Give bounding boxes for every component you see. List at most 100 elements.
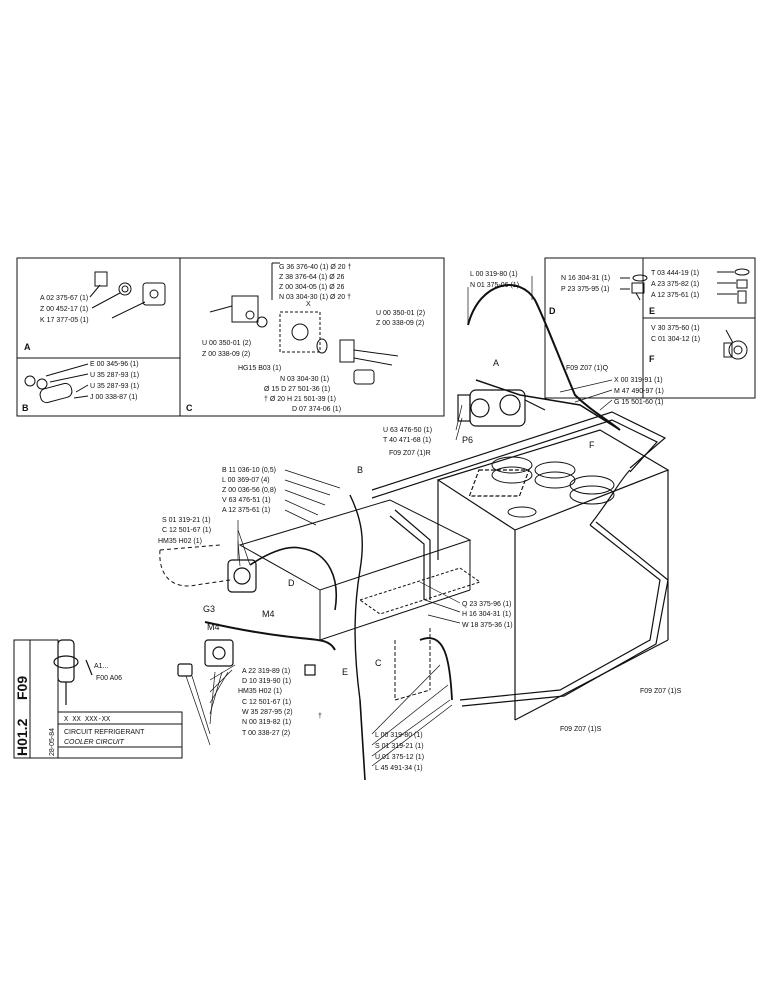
callout-left-lower-6: C 12 501-67 (1) bbox=[242, 699, 291, 706]
callout-top-hose-1: L 00 319-80 (1) bbox=[470, 271, 518, 278]
sheet-revision: X XX XXX-XX bbox=[64, 716, 111, 724]
callout-top-hose-2: N 01 375-06 (1) bbox=[470, 282, 519, 289]
callout-left-lower-1: G3 bbox=[203, 604, 215, 614]
tank-body bbox=[436, 429, 670, 721]
box-d-art bbox=[620, 274, 648, 301]
leader-lines bbox=[185, 276, 613, 767]
callout-bottom-center-2: S 01 319-21 (1) bbox=[375, 743, 424, 750]
callout-left-lower-8: N 00 319-82 (1) bbox=[242, 719, 291, 726]
box-c-part-11: Ø 15 D 27 501-36 (1) bbox=[264, 386, 330, 393]
callout-bottom-center-1: L 00 319-80 (1) bbox=[375, 732, 423, 739]
box-a-part-3: K 17 377-05 (1) bbox=[40, 317, 89, 324]
marker-c: C bbox=[375, 658, 382, 668]
tank-caps bbox=[491, 456, 615, 518]
callout-right-upper-2: X 00 319-91 (1) bbox=[614, 377, 663, 384]
callout-pump-4: F09 Z07 (1)R bbox=[389, 450, 431, 457]
box-letter-e: E bbox=[649, 306, 655, 316]
box-e-part-3: A 12 375-61 (1) bbox=[651, 292, 699, 299]
machine-frame bbox=[159, 499, 482, 701]
box-e-part-2: A 23 375-82 (1) bbox=[651, 281, 699, 288]
callout-left-lower-9: T 00 338-27 (2) bbox=[242, 730, 290, 737]
box-b-art bbox=[24, 363, 89, 404]
callout-bottom-right-2: F09 Z07 (1)S bbox=[560, 726, 602, 733]
box-f-part-2: C 01 304-12 (1) bbox=[651, 336, 700, 343]
box-b-part-4: J 00 338-87 (1) bbox=[90, 394, 137, 401]
box-c-part-10: N 03 304-30 (1) bbox=[280, 376, 329, 383]
footnote-mark: † bbox=[318, 713, 322, 720]
box-c-part-2: Z 38 376-64 (1) Ø 26 bbox=[279, 274, 344, 281]
callout-left-upper-6: S 01 319-21 (1) bbox=[162, 517, 211, 524]
box-c-marker: X bbox=[306, 301, 311, 308]
pump-unit bbox=[457, 389, 546, 427]
callout-left-upper-7: C 12 501-67 (1) bbox=[162, 527, 211, 534]
inset-ref-a: A1... bbox=[94, 663, 108, 670]
pipes bbox=[371, 411, 669, 707]
callout-pump-2: T 40 471-68 (1) bbox=[383, 437, 431, 444]
callout-bottom-center-4: L 45 491-34 (1) bbox=[375, 765, 423, 772]
box-c-part-3: Z 00 304-05 (1) Ø 26 bbox=[279, 284, 344, 291]
box-c-part-5: U 00 350-01 (2) bbox=[202, 340, 251, 347]
callout-left-upper-1: B 11 036-10 (0,5) bbox=[222, 467, 276, 474]
inset-ref-b: F00 A06 bbox=[96, 675, 122, 682]
box-a-art bbox=[89, 271, 166, 319]
box-a-part-1: A 02 375-67 (1) bbox=[40, 295, 88, 302]
callout-center-right-2: H 16 304-31 (1) bbox=[462, 611, 511, 618]
box-e-art bbox=[717, 268, 750, 304]
callout-bottom-right-1: F09 Z07 (1)S bbox=[640, 688, 682, 695]
box-c-part-6: Z 00 338-09 (2) bbox=[202, 351, 250, 358]
box-e-part-1: T 03 444-19 (1) bbox=[651, 270, 699, 277]
marker-f: F bbox=[589, 440, 595, 450]
box-d-part-1: N 16 304-31 (1) bbox=[561, 275, 610, 282]
callout-left-upper-8: HM35 H02 (1) bbox=[158, 538, 202, 545]
motor-m4 bbox=[177, 559, 316, 677]
callout-left-upper-3: Z 00 036-56 (0,8) bbox=[222, 487, 276, 494]
box-c-part-8: Z 00 338-09 (2) bbox=[376, 320, 424, 327]
inset-part bbox=[53, 639, 93, 705]
marker-e: E bbox=[342, 667, 348, 677]
box-letter-c: C bbox=[186, 403, 193, 413]
callout-left-lower-3: A 22 319-89 (1) bbox=[242, 668, 290, 675]
box-f-part-1: V 30 375-60 (1) bbox=[651, 325, 700, 332]
marker-d: D bbox=[288, 578, 295, 588]
box-letter-f: F bbox=[649, 354, 655, 364]
box-b-part-2: U 35 287-93 (1) bbox=[90, 372, 139, 379]
callout-left-lower-5: HM35 H02 (1) bbox=[238, 688, 282, 695]
callout-left-upper-5: A 12 375-61 (1) bbox=[222, 507, 270, 514]
sheet-code-a: F09 bbox=[14, 676, 30, 700]
callout-pump-1: U 63 476-50 (1) bbox=[383, 427, 432, 434]
callout-center-right-1: Q 23 375-96 (1) bbox=[462, 601, 511, 608]
hoses bbox=[204, 284, 621, 781]
box-c-part-4: N 03 304-30 (1) Ø 20 † bbox=[279, 294, 351, 301]
callout-pump-3: P6 bbox=[462, 435, 473, 445]
callout-left-lower-4: D 10 319-90 (1) bbox=[242, 678, 291, 685]
box-c-part-7: U 00 350-01 (2) bbox=[376, 310, 425, 317]
marker-b: B bbox=[357, 465, 363, 475]
callout-center-right-3: W 18 375-36 (1) bbox=[462, 622, 513, 629]
callout-bottom-center-3: U 01 375-12 (1) bbox=[375, 754, 424, 761]
box-d-part-2: P 23 375-95 (1) bbox=[561, 286, 610, 293]
box-c-part-1: G 36 376-40 (1) Ø 20 † bbox=[279, 264, 351, 271]
box-b-part-3: U 35 287-93 (1) bbox=[90, 383, 139, 390]
callout-right-upper-3: M 47 490-97 (1) bbox=[614, 388, 664, 395]
sheet-code-b: H01.2 bbox=[14, 718, 30, 756]
callout-right-upper-1: F09 Z07 (1)Q bbox=[566, 365, 609, 372]
box-c-part-9: HG15 B03 (1) bbox=[238, 365, 281, 372]
box-c-part-12: † Ø 20 H 21 501-39 (1) bbox=[264, 396, 336, 403]
title-block-frame bbox=[13, 639, 183, 759]
callout-left-lower-7: W 35 287-95 (2) bbox=[242, 709, 293, 716]
box-c-part-13: D 07 374-06 (1) bbox=[292, 406, 341, 413]
marker-a: A bbox=[493, 358, 499, 368]
box-letter-d: D bbox=[549, 306, 556, 316]
callout-right-upper-4: G 15 501-60 (1) bbox=[614, 399, 663, 406]
sheet-title-en: COOLER CIRCUIT bbox=[64, 739, 125, 746]
box-letter-b: B bbox=[22, 403, 29, 413]
callout-left-upper-4: V 63 476-51 (1) bbox=[222, 497, 271, 504]
box-b-part-1: E 00 345-96 (1) bbox=[90, 361, 139, 368]
detail-frame bbox=[16, 257, 756, 417]
callout-left-upper-2: L 00 369-07 (4) bbox=[222, 477, 270, 484]
sheet-title-fr: CIRCUIT REFRIGERANT bbox=[64, 729, 145, 736]
box-letter-a: A bbox=[24, 342, 31, 352]
callout-left-lower-2: M4 bbox=[207, 622, 220, 632]
